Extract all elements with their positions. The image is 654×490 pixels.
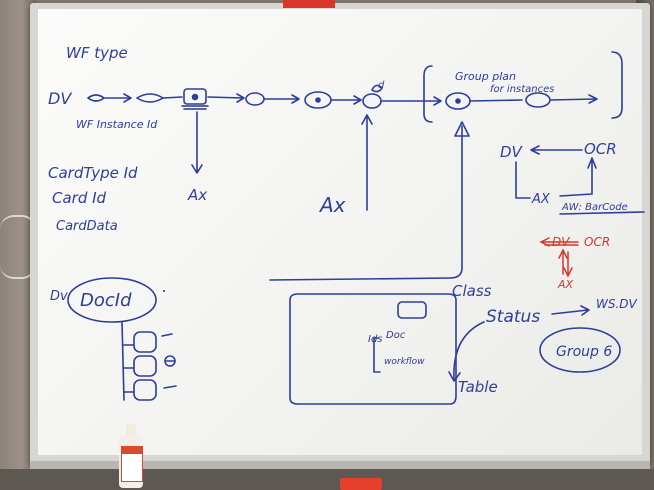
flow-arrow-1	[87, 93, 132, 103]
flow-node-8	[525, 92, 551, 108]
label-dv-top: DV	[48, 89, 72, 108]
floor	[0, 469, 654, 490]
flow-arrow-6	[381, 96, 442, 106]
label-ax-center: Ax	[318, 193, 346, 217]
red-dv: DV	[552, 235, 570, 249]
label-for-instances: for instances	[490, 84, 555, 95]
flow-node-6	[362, 93, 382, 109]
flow-node-highlighted	[183, 88, 207, 105]
flow-node-6-marker	[371, 84, 383, 93]
flow-arrow-7	[469, 99, 523, 102]
heading-wf-type: WF type	[66, 44, 128, 62]
group-bracket-left	[423, 65, 433, 123]
red-ocr-arrow	[539, 237, 579, 247]
label-wf-instance-id: WF Instance Id	[76, 118, 158, 131]
barcode-underline	[559, 211, 645, 215]
status-arrow-right	[551, 305, 590, 316]
status-group6: Group 6	[556, 344, 612, 360]
red-marker-top	[283, 0, 335, 8]
ocr-ax: AX	[531, 192, 551, 207]
box-note-ids: Ids	[368, 334, 383, 345]
box-note-doc: Doc	[386, 330, 406, 341]
flow-arrow-2	[162, 96, 183, 99]
list-card-type-id: CardType Id	[48, 164, 138, 182]
group-link-line	[269, 125, 463, 281]
list-card-data: CardData	[56, 219, 118, 234]
label-ax-under-arrow: Ax	[187, 186, 207, 204]
doc-child-1	[133, 331, 157, 353]
doc-oval	[67, 277, 157, 323]
status-class: Class	[452, 282, 492, 300]
ocr-arrow-ax-right	[559, 157, 597, 197]
red-updown-arrow	[558, 248, 573, 278]
flow-arrow-5	[330, 95, 362, 105]
arrow-down-ax	[191, 111, 203, 174]
status-status: Status	[486, 307, 540, 327]
flow-node-4	[245, 92, 265, 106]
instance-underline	[181, 105, 209, 110]
group-bracket-right	[611, 51, 623, 119]
ocr-arrow-left	[530, 145, 583, 155]
ocr-down-left	[515, 161, 531, 199]
doc-child-1-tick	[161, 333, 173, 337]
group-link-arrowhead	[454, 121, 470, 137]
table-curve	[448, 321, 485, 382]
arrow-up-node6	[361, 114, 373, 211]
workflow-box	[289, 293, 457, 405]
workflow-box-bracket	[373, 337, 381, 373]
workflow-box-inner	[397, 301, 427, 319]
group6-oval	[539, 327, 621, 373]
doc-child-3-tick	[163, 385, 177, 389]
doc-id: DocId	[80, 290, 132, 311]
label-group-plan: Group plan	[455, 70, 516, 83]
ocr-barcode-note: AW: BarCode	[561, 202, 628, 213]
red-ocr: OCR	[584, 235, 610, 249]
box-note-workflow: workflow	[384, 357, 425, 367]
status-target: WS.DV	[596, 297, 638, 311]
flow-arrow-3	[207, 93, 245, 103]
doc-dot: .	[162, 277, 167, 296]
flow-arrow-8	[549, 94, 598, 104]
cleaner-spray-bottle	[117, 424, 145, 488]
doc-dv: Dv	[50, 289, 68, 304]
red-ax: AX	[557, 278, 574, 291]
list-card-id: Card Id	[52, 189, 107, 207]
doc-branch-line	[121, 321, 135, 401]
marker-tray	[30, 461, 650, 469]
spray-cap	[126, 424, 136, 436]
spray-label	[121, 446, 143, 482]
ocr-dv: DV	[500, 143, 524, 161]
status-table: Table	[458, 378, 498, 396]
doc-child-2	[133, 355, 157, 377]
red-marker-bottom	[340, 478, 382, 490]
ocr-ocr: OCR	[584, 140, 617, 158]
doc-child-3	[133, 379, 157, 401]
flow-node-2	[136, 93, 164, 103]
flow-arrow-4	[263, 94, 300, 104]
label-node6-marker: d	[378, 80, 385, 91]
